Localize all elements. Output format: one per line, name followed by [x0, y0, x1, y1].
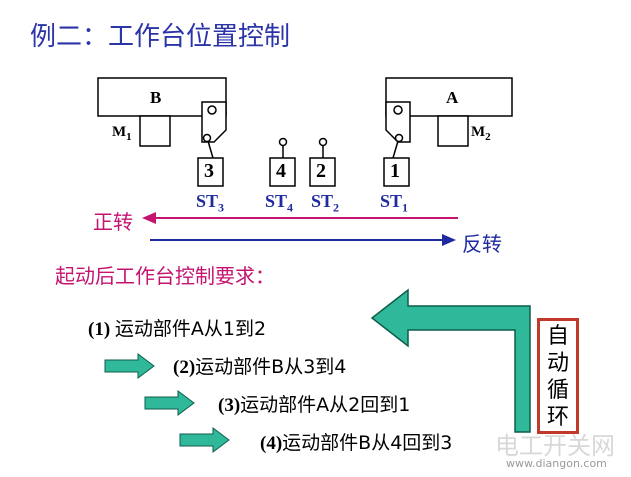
step-arrow-2	[104, 353, 155, 379]
step-arrow-4	[179, 427, 230, 453]
watermark-url: www.diangon.com	[506, 457, 607, 470]
switch-box-st3	[197, 157, 224, 187]
table-a-label: A	[446, 88, 459, 107]
auto-cycle-char: 循	[546, 378, 569, 403]
step-arrow-3	[144, 390, 195, 416]
table-a-cam-pin	[393, 105, 403, 115]
step-2: (2)运动部件B从3到4	[173, 356, 347, 378]
st4-label: ST4	[265, 191, 294, 215]
switch-number-1: 1	[390, 160, 400, 182]
motor-1-label: M1	[112, 124, 132, 143]
page-title: 例二：工作台位置控制	[30, 22, 291, 52]
switch-number-2: 2	[316, 160, 326, 182]
table-a-motor-block	[437, 115, 469, 147]
step-3: (3)运动部件A从2回到1	[218, 394, 411, 416]
step-4: (4)运动部件B从4回到3	[260, 432, 453, 454]
switch-box-st4	[269, 157, 296, 187]
motor-2-label: M2	[471, 124, 491, 143]
table-b-motor-block	[139, 115, 171, 147]
auto-cycle-char: 自	[546, 324, 569, 349]
watermark-logo-text: 电工开关网	[495, 432, 615, 460]
table-b-label: B	[150, 88, 162, 107]
switch-box-st1	[383, 157, 410, 187]
switch-number-4: 4	[276, 160, 286, 182]
st2-label: ST2	[311, 191, 340, 215]
forward-label: 正转	[93, 210, 133, 234]
st3-label: ST3	[196, 191, 225, 215]
step-1: (1) 运动部件A从1到2	[88, 318, 267, 340]
auto-cycle-char: 动	[546, 351, 569, 376]
table-b-cam-pin	[207, 105, 217, 115]
requirements-title: 起动后工作台控制要求：	[55, 264, 275, 288]
switch-box-st2	[309, 157, 336, 187]
st1-label: ST1	[380, 191, 409, 215]
auto-cycle-char: 环	[546, 405, 569, 430]
auto-cycle-box: 自 动 循 环	[537, 318, 579, 434]
cycle-return-arrow	[370, 288, 531, 433]
switch-number-3: 3	[204, 160, 214, 182]
table-a-cam	[385, 101, 411, 143]
reverse-label: 反转	[462, 232, 502, 256]
